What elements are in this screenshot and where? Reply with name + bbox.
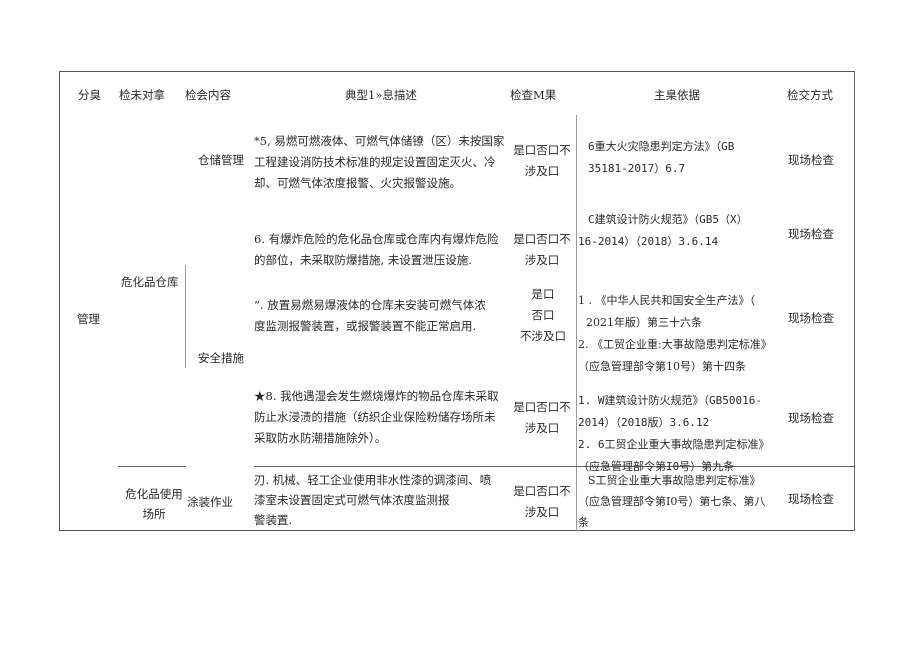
basis-line: S工贸企业重大事故隐患判定标准》 (588, 474, 761, 487)
basis-line: 16-2014）（2018）3.6.14 (578, 235, 719, 248)
header-object: 检未对拿 (119, 88, 165, 102)
category-cell: 管理 (77, 312, 100, 326)
table-row-description: ”. 放置易燃易爆液体的仓库未安装可燃气体浓 度监测报警装置，或报警装置不能正常… (254, 295, 486, 337)
basis-line: 35181-2017）6.7 (588, 162, 686, 175)
object-line: 场所 (142, 507, 166, 521)
header-description: 典型1»息描述 (345, 88, 417, 102)
result-options[interactable]: 涉及口 (524, 505, 560, 519)
result-checkbox-group[interactable]: 是口否口不 涉及口 (508, 140, 576, 182)
result-basis-divider (576, 115, 577, 531)
row-divider-object (118, 466, 186, 467)
basis-line: 1. W建筑设计防火规范》（GB50016- (578, 394, 762, 407)
result-options[interactable]: 不涉及口 (520, 329, 566, 343)
content-cell-storage: 仓储管理 (198, 153, 244, 167)
table-row-description: ★8. 我他遇湿会发生燃烧爆炸的物品仓库未采取 防止水浸渍的措施（纺织企业保险粉… (254, 386, 499, 449)
result-options[interactable]: 是口 (531, 287, 555, 301)
description-line: ”. 放置易燃易爆液体的仓库未安装可燃气体浓 (254, 298, 486, 312)
basis-line: 2014）（2018版）3.6.12 (578, 416, 710, 429)
result-checkbox-group[interactable]: 是口否口不 涉及口 (508, 229, 576, 271)
description-line: 却、可燃气体浓度报警、火灾报警设施。 (254, 176, 461, 190)
description-line: 度监测报警装置，或报警装置不能正常启用. (254, 319, 477, 333)
result-checkbox-group[interactable]: 是口否口不 涉及口 (508, 397, 576, 439)
description-line: 采取防水防潮措施除外）。 (254, 431, 387, 445)
basis-line: 2. 《工贸企业重:大事故隐患判定标准》 (578, 338, 772, 351)
inspection-table (59, 71, 855, 531)
method-cell: 现场检查 (788, 311, 834, 325)
basis-cell: 1 . 《中华人民共和国安全生产法》（ 2021年版）第三十六条 2. 《工贸企… (578, 290, 772, 378)
description-line: *5, 易燃可燃液体、可燃气体储镣（区）未按国家 (254, 134, 505, 148)
method-cell: 现场检查 (788, 153, 834, 167)
method-cell: 现场检查 (788, 492, 834, 506)
basis-cell: S工贸企业重大事故隐患判定标准》 （应急管理部令第I0号）第七条、第八 条 (578, 470, 765, 533)
description-line: 工程建设消防技术标准的规定设置固定灭火、冷 (254, 155, 496, 169)
description-line: 防止水浸渍的措施（纺织企业保险粉储存场所未 (254, 410, 496, 424)
basis-line: 2. 6工贸企业重大事故隐患判定标准》 (578, 438, 770, 451)
method-cell: 现场检查 (788, 227, 834, 241)
basis-cell: 1. W建筑设计防火规范》（GB50016- 2014）（2018版）3.6.1… (578, 390, 770, 478)
header-content: 检会内容 (185, 88, 231, 102)
object-cell-warehouse: 危化品仓库 (121, 275, 179, 289)
row-divider-main (254, 466, 855, 467)
result-options[interactable]: 否口 (531, 308, 555, 322)
result-options[interactable]: 涉及口 (524, 253, 560, 267)
header-basis: 主臬依据 (654, 88, 700, 102)
object-content-divider (185, 265, 186, 368)
basis-line: 条 (578, 516, 589, 529)
table-row-description: 刃. 机械、轻工企业使用非水性漆的调漆间、喷 漆室未设置固定式可燃气体浓度监测报… (254, 470, 491, 530)
header-method: 检交方式 (787, 88, 833, 102)
header-result: 检查M果 (510, 88, 557, 102)
description-line: 漆室未设置固定式可燃气体浓度监测报 (254, 493, 450, 507)
basis-line: C建筑设计防火规范》（GB5（X） (588, 213, 748, 226)
description-line: 的部位，未采取防爆措施, 未设置泄压设施. (254, 253, 472, 267)
result-options[interactable]: 是口否口不 (513, 232, 571, 246)
result-options[interactable]: 是口否口不 (513, 400, 571, 414)
object-line: 危化品使用 (125, 487, 183, 501)
result-options[interactable]: 是口否口不 (513, 484, 571, 498)
result-options[interactable]: 涉及口 (524, 421, 560, 435)
description-line: 刃. 机械、轻工企业使用非水性漆的调漆间、喷 (254, 473, 492, 487)
basis-line: （应急管理部令第I0号）第九条 (578, 460, 735, 473)
description-line: 6. 有爆炸危险的危化品仓库或仓库内有爆炸危险 (254, 232, 499, 246)
basis-line: （应急管理部令第10号）第十四条 (578, 360, 746, 373)
result-checkbox-group[interactable]: 是口 否口 不涉及口 (510, 284, 576, 347)
basis-line: （应急管理部令第I0号）第七条、第八 (578, 495, 766, 508)
basis-cell: 6重大火灾隐患判定方法》（GB 35181-2017）6.7 (588, 136, 734, 180)
basis-cell: C建筑设计防火规范》（GB5（X） 16-2014）（2018）3.6.14 (578, 209, 748, 253)
description-line: 警装置. (254, 513, 293, 527)
result-options[interactable]: 是口否口不 (513, 143, 571, 157)
content-cell-painting: 涂装作业 (187, 495, 233, 509)
result-options[interactable]: 涉及口 (524, 164, 560, 178)
basis-line: 2021年版）第三十六条 (586, 316, 702, 329)
table-row-description: 6. 有爆炸危险的危化品仓库或仓库内有爆炸危险 的部位，未采取防爆措施, 未设置… (254, 229, 499, 271)
description-line: ★8. 我他遇湿会发生燃烧爆炸的物品仓库未采取 (254, 389, 499, 403)
table-row-description: *5, 易燃可燃液体、可燃气体储镣（区）未按国家 工程建设消防技术标准的规定设置… (254, 131, 504, 194)
object-cell-usage-site: 危化品使用 场所 (118, 484, 190, 524)
basis-line: 6重大火灾隐患判定方法》（GB (588, 140, 735, 153)
method-cell: 现场检查 (788, 411, 834, 425)
content-cell-safety: 安全措施 (198, 351, 244, 365)
result-checkbox-group[interactable]: 是口否口不 涉及口 (508, 481, 576, 523)
header-category: 分臭 (78, 88, 101, 102)
basis-line: 1 . 《中华人民共和国安全生产法》（ (578, 294, 755, 307)
